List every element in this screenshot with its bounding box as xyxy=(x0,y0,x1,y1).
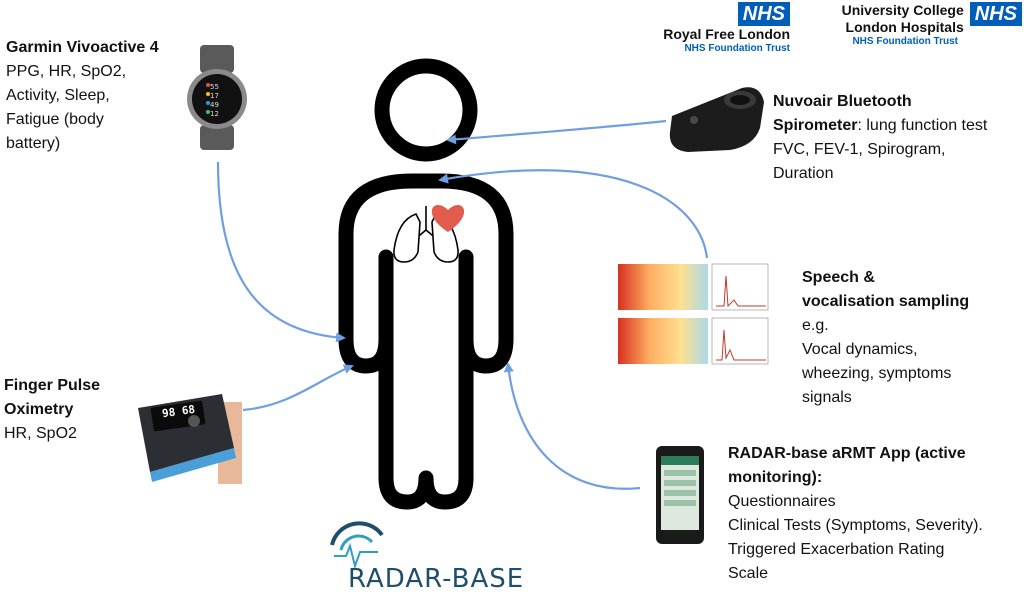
watch-value: 12 xyxy=(210,110,219,118)
arrow-garmin xyxy=(216,161,346,343)
connection-arrows xyxy=(216,119,709,490)
watch-value: 49 xyxy=(210,101,219,109)
armt-label: RADAR-base aRMT App (active monitoring):… xyxy=(728,442,1022,586)
arrow-oximeter xyxy=(242,364,354,412)
uclh-sub: NHS Foundation Trust xyxy=(852,36,958,47)
spirometer-desc-line: Duration xyxy=(773,165,834,182)
oximetry-desc: HR, SpO2 xyxy=(4,425,77,442)
armt-title-line2: monitoring): xyxy=(728,469,823,486)
uclh-name-line1: University College xyxy=(841,2,964,18)
arrow-spirometer xyxy=(446,119,667,145)
garmin-desc-line: PPG, HR, SpO2, xyxy=(6,63,127,80)
watch-readout: 55 17 49 12 xyxy=(210,83,232,119)
armt-desc-line: Clinical Tests (Symptoms, Severity). xyxy=(728,517,983,534)
garmin-label: Garmin Vivoactive 4 PPG, HR, SpO2, Activ… xyxy=(6,36,196,156)
oximetry-title-line1: Finger Pulse xyxy=(4,377,101,394)
speech-desc-line: e.g. xyxy=(802,317,829,334)
armt-desc-line: Triggered Exacerbation Rating xyxy=(728,541,945,558)
lungs-icon xyxy=(393,206,459,263)
uclh-name-line2: London Hospitals xyxy=(845,19,964,35)
spectrogram-image xyxy=(618,263,769,365)
uclh-logo: University College London Hospitals NHS … xyxy=(800,2,1022,47)
spirometer-image xyxy=(669,87,764,152)
garmin-desc-line: Activity, Sleep, xyxy=(6,87,110,104)
nhs-badge: NHS xyxy=(737,2,790,26)
arrow-speech xyxy=(438,169,709,259)
spirometer-title-line1: Nuvoair Bluetooth xyxy=(773,93,912,110)
royal-free-logo: NHS Royal Free London NHS Foundation Tru… xyxy=(650,2,790,54)
armt-desc-line: Scale xyxy=(728,565,769,582)
garmin-title: Garmin Vivoactive 4 xyxy=(6,39,159,56)
spirometer-desc-line: FVC, FEV-1, Spirogram, xyxy=(773,141,946,158)
watch-value: 55 xyxy=(210,83,219,91)
garmin-watch-image xyxy=(187,45,247,150)
garmin-desc-line: battery) xyxy=(6,135,61,152)
heart-icon xyxy=(431,205,465,232)
watch-value: 17 xyxy=(210,92,219,100)
nhs-badge: NHS xyxy=(969,2,1022,26)
speech-desc-line: wheezing, symptoms xyxy=(802,365,952,382)
spirometer-title-line2: Spirometer xyxy=(773,117,858,134)
phone-image xyxy=(656,446,704,544)
spirometer-title-rest: : lung function test xyxy=(857,117,988,134)
speech-title-line1: Speech & xyxy=(802,269,875,286)
human-figure xyxy=(338,58,514,510)
pulse-oximeter-image xyxy=(138,394,242,484)
armt-title-line1: RADAR-base aRMT App (active xyxy=(728,445,966,462)
oximetry-label: Finger Pulse Oximetry HR, SpO2 xyxy=(4,374,134,446)
arrow-armt xyxy=(503,362,641,490)
royal-free-sub: NHS Foundation Trust xyxy=(684,43,790,54)
radar-base-logo-text: RADAR-BASE xyxy=(348,564,525,594)
garmin-desc-line: Fatigue (body xyxy=(6,111,104,128)
oximetry-title-line2: Oximetry xyxy=(4,401,74,418)
speech-title-line2: vocalisation sampling xyxy=(802,293,970,310)
speech-desc-line: Vocal dynamics, xyxy=(802,341,918,358)
speech-label: Speech & vocalisation sampling e.g. Voca… xyxy=(802,266,1022,410)
speech-desc-line: signals xyxy=(802,389,852,406)
armt-desc-line: Questionnaires xyxy=(728,493,836,510)
radar-base-logo-mark xyxy=(330,521,384,570)
royal-free-name: Royal Free London xyxy=(663,26,790,42)
spirometer-label: Nuvoair Bluetooth Spirometer: lung funct… xyxy=(773,90,1018,186)
